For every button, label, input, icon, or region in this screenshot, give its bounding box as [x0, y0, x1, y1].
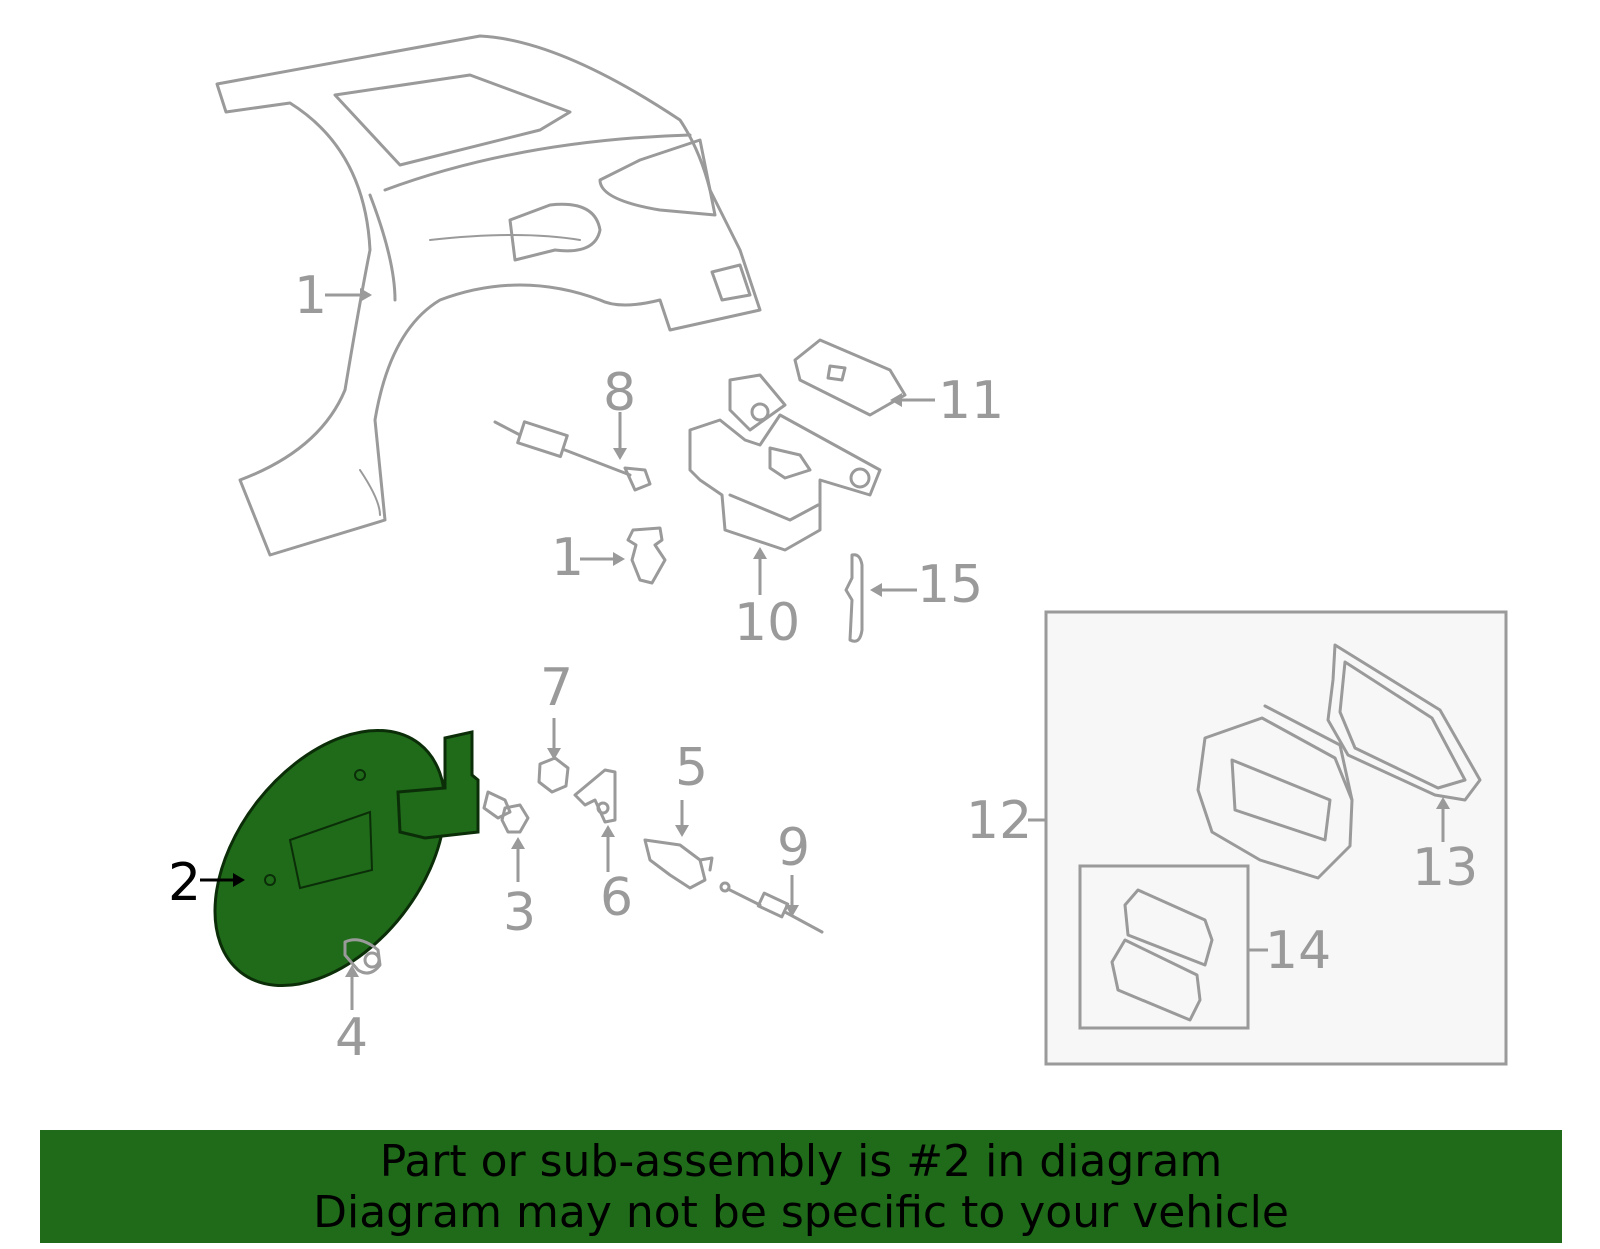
- fuel-door-part-highlighted: [213, 728, 480, 988]
- callout-13: 13: [1412, 838, 1478, 898]
- callout-9: 9: [777, 818, 810, 878]
- quarter-panel-part: [215, 34, 762, 557]
- callout-8: 8: [603, 363, 636, 423]
- callout-6: 6: [600, 868, 633, 928]
- callout-arrows: [200, 288, 1450, 1010]
- callout-2: 2: [168, 853, 201, 913]
- seal-strip-part: [844, 553, 864, 643]
- callout-10: 10: [734, 593, 800, 653]
- callout-3: 3: [503, 883, 536, 943]
- banner-line-1: Part or sub-assembly is #2 in diagram: [379, 1136, 1223, 1187]
- actuator-part: [643, 838, 714, 890]
- callout-12: 12: [966, 791, 1032, 851]
- push-clip-part: [626, 526, 667, 585]
- bolt-part: [482, 790, 530, 834]
- callout-15: 15: [917, 555, 983, 615]
- callout-1-panel: 1: [294, 266, 327, 326]
- callout-1-clip: 1: [551, 528, 584, 588]
- lock-cable-part: [719, 881, 824, 934]
- callout-7: 7: [540, 658, 573, 718]
- callout-5: 5: [675, 738, 708, 798]
- housing-kit-box: [1044, 610, 1508, 1066]
- bracket-part: [573, 768, 617, 824]
- banner-line-2: Diagram may not be specific to your vehi…: [313, 1187, 1289, 1238]
- nut-part: [537, 756, 570, 794]
- callout-11: 11: [938, 371, 1004, 431]
- bumper-part: [343, 938, 382, 975]
- info-banner: Part or sub-assembly is #2 in diagram Di…: [40, 1130, 1562, 1243]
- callout-14: 14: [1265, 921, 1331, 981]
- release-cable-part: [493, 420, 652, 492]
- hinge-assembly-part: [688, 338, 907, 552]
- callout-4: 4: [335, 1008, 368, 1068]
